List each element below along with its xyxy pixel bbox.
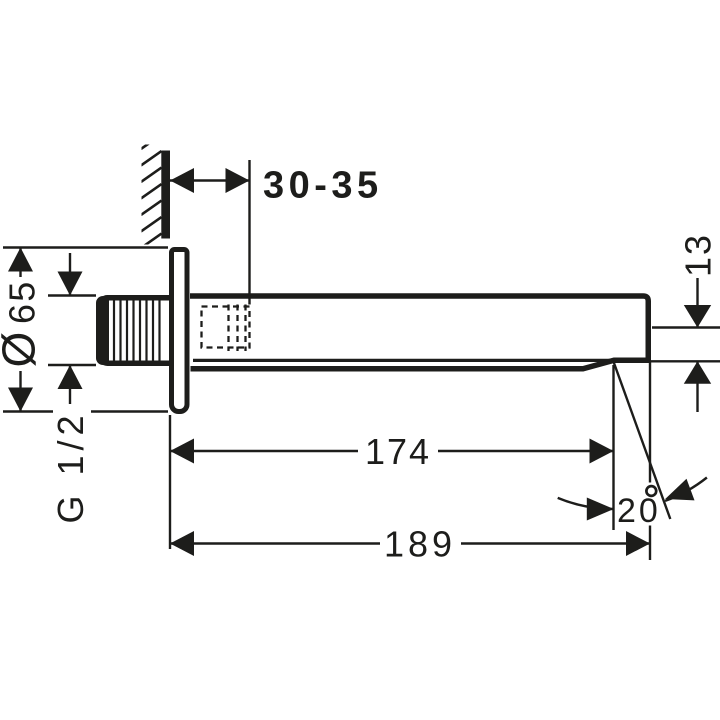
- svg-text:13: 13: [678, 233, 719, 277]
- svg-text:189: 189: [384, 524, 456, 565]
- svg-text:G 1/2: G 1/2: [50, 410, 91, 523]
- svg-text:30-35: 30-35: [263, 165, 383, 207]
- svg-text:174: 174: [365, 431, 431, 472]
- svg-text:Ø65: Ø65: [0, 279, 45, 367]
- svg-text:20: 20: [617, 492, 661, 530]
